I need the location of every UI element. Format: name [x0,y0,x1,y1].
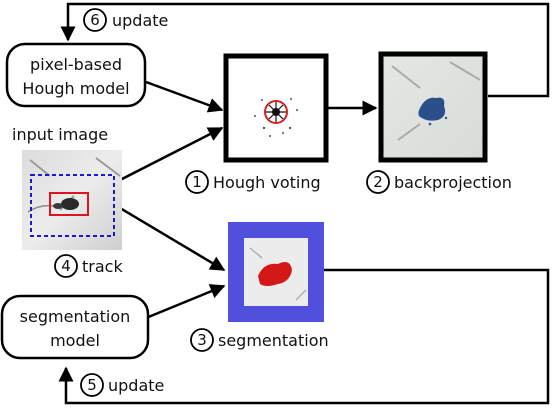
voting-peak-circle [264,100,288,124]
hough-model-box [5,42,147,108]
tracking-box [49,192,89,216]
step-5: 5 update [80,373,164,397]
step-4: 4 track [54,254,123,278]
seg-model-node: segmentation model [0,294,150,360]
step-5-label: update [108,376,164,395]
seg-model-label-1: segmentation [20,307,131,326]
hough-model-label-1: pixel-based [30,55,122,74]
hough-model-to-voting-arrow [145,80,224,113]
input-to-voting-arrow [119,126,224,182]
step-1-number: 1 [192,173,202,191]
step-1: 1 Hough voting [185,170,321,194]
seg-model-to-segmentation-arrow [145,284,226,320]
input-image-label: input image [12,125,108,144]
seg-model-label-2: model [50,331,100,350]
step-4-label: track [82,257,123,276]
update-seg-loop-arrow [58,268,550,405]
hough-model-node: pixel-based Hough model [5,42,147,108]
step-4-number: 4 [61,257,71,275]
backprojection-node [378,51,488,163]
step-6-number: 6 [90,11,100,29]
hough-voting-node [223,53,329,163]
step-6-label: update [112,11,168,30]
step-5-number: 5 [87,376,97,394]
step-3-label: segmentation [218,331,329,350]
update-hough-loop-arrow [60,2,550,98]
segmentation-blob [258,262,292,286]
step-1-label: Hough voting [213,173,321,192]
segmentation-node [228,222,324,322]
search-region [30,174,115,237]
step-2-label: backprojection [394,173,512,192]
connectors [58,2,550,405]
step-6: 6 update [83,8,168,32]
step-2: 2 backprojection [366,170,512,194]
step-3-number: 3 [197,331,207,349]
input-image-node: input image [12,125,122,250]
step-2-number: 2 [373,173,383,191]
step-3: 3 segmentation [190,328,329,352]
vote-scatter [254,98,298,137]
input-to-segmentation-arrow [119,206,226,272]
hough-model-label-2: Hough model [22,79,129,98]
input-image-thumbnail [22,150,122,250]
backprojection-blob [418,97,446,121]
seg-model-box [0,294,150,360]
